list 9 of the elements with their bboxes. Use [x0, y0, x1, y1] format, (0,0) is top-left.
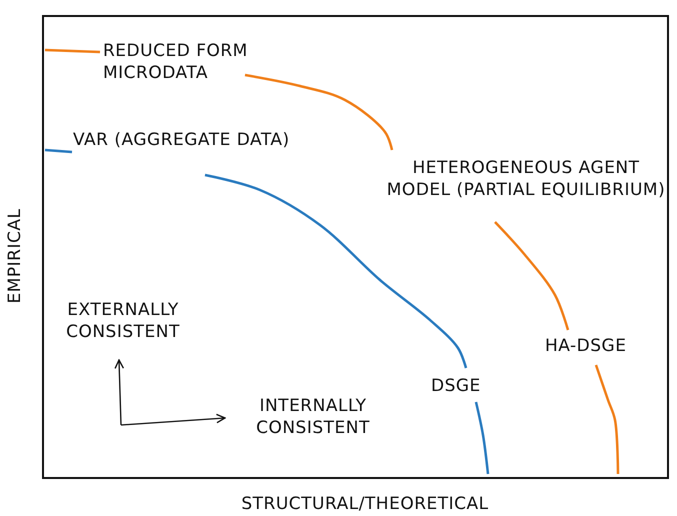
axis-note: INTERNALLY CONSISTENT	[255, 395, 371, 439]
axis-label: STRUCTURAL/THEORETICAL	[240, 493, 490, 515]
curve-label: REDUCED FORM MICRODATA	[103, 40, 249, 84]
curve-label: HA-DSGE	[545, 335, 628, 357]
axis-label: EMPIRICAL	[4, 208, 26, 306]
curve-label: DSGE	[431, 375, 482, 397]
curve-label: HETEROGENEOUS AGENT MODEL (PARTIAL EQUILIBRIUM)	[386, 157, 666, 201]
curve-label: VAR (AGGREGATE DATA)	[73, 129, 291, 151]
axis-note: EXTERNALLY CONSISTENT	[65, 299, 181, 343]
